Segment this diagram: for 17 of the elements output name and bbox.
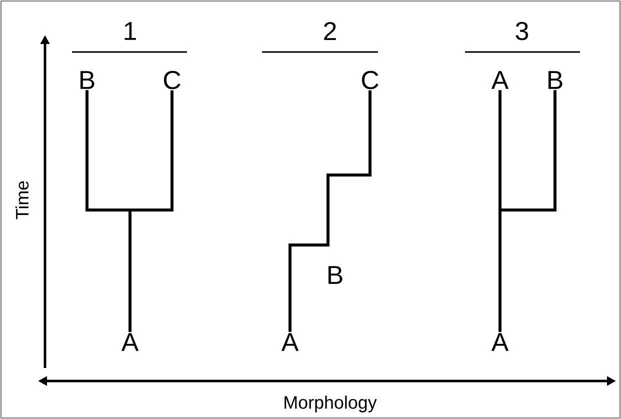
lineage-line bbox=[288, 90, 372, 332]
axis-label: Time bbox=[15, 181, 29, 220]
taxon-label: A bbox=[491, 71, 509, 89]
axis-label: Morphology bbox=[284, 396, 377, 412]
lineage-line bbox=[498, 90, 556, 332]
taxon-label: B bbox=[80, 71, 94, 89]
taxon-label: C bbox=[164, 70, 180, 90]
lineage-line bbox=[128, 90, 174, 332]
taxon-label: B bbox=[548, 71, 562, 89]
panel-number: 2 bbox=[324, 22, 336, 40]
panel-number: 3 bbox=[516, 22, 528, 40]
edge-label: B bbox=[325, 265, 345, 285]
taxon-label: A bbox=[281, 333, 299, 351]
taxon-label: A bbox=[491, 333, 509, 351]
taxon-label: C bbox=[362, 70, 378, 90]
taxon-label: A bbox=[121, 333, 139, 351]
panel-number: 1 bbox=[124, 22, 136, 40]
